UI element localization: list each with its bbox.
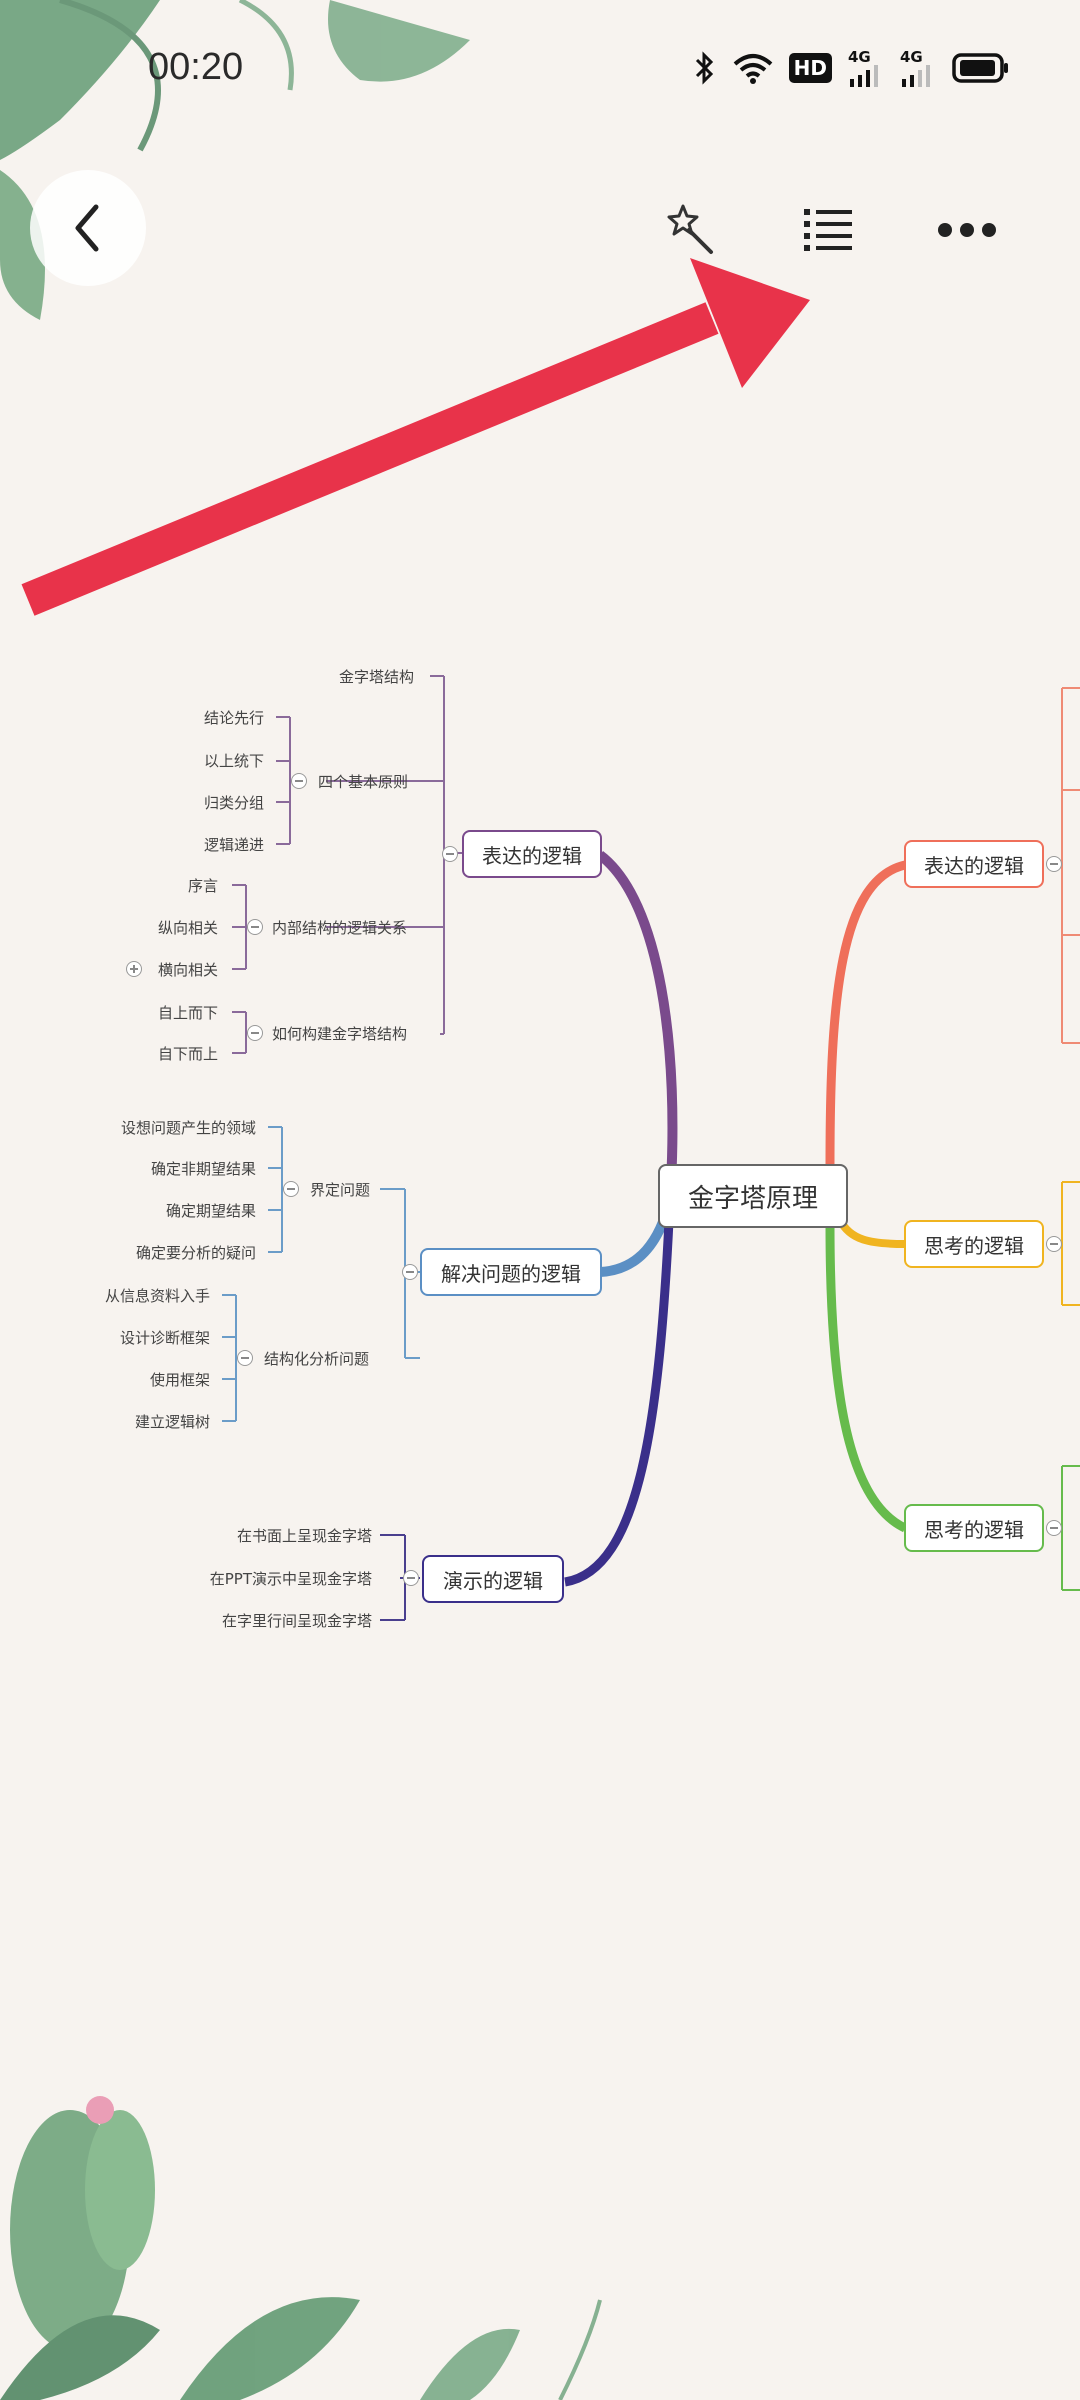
collapse-toggle[interactable] — [1046, 1236, 1062, 1252]
status-icons: HD 4G 4G — [693, 48, 1010, 88]
status-time: 00:20 — [148, 46, 244, 88]
collapse-toggle[interactable] — [442, 846, 458, 862]
leaf-principle-1[interactable]: 结论先行 — [203, 709, 264, 727]
collapse-toggle[interactable] — [247, 919, 263, 935]
leaf-define-4[interactable]: 确定要分析的疑问 — [135, 1244, 256, 1262]
collapse-toggle[interactable] — [291, 773, 307, 789]
list-icon — [804, 209, 852, 251]
leaf-present-1[interactable]: 在书面上呈现金字塔 — [236, 1527, 372, 1545]
leaf-principle-2[interactable]: 以上统下 — [203, 752, 264, 770]
collapse-toggle[interactable] — [402, 1264, 418, 1280]
leaf-define-2[interactable]: 确定非期望结果 — [150, 1160, 256, 1178]
status-bar: 00:20 HD 4G 4G — [0, 0, 1080, 140]
leaf-define-1[interactable]: 设想问题产生的领域 — [120, 1119, 256, 1137]
wifi-icon — [733, 48, 773, 88]
leaf-present-3[interactable]: 在字里行间呈现金字塔 — [221, 1612, 372, 1630]
mindmap-root-node[interactable]: 金字塔原理 — [658, 1164, 848, 1228]
more-button[interactable] — [912, 175, 1022, 285]
leaf-structure-1[interactable]: 从信息资料入手 — [104, 1287, 210, 1305]
bluetooth-icon — [693, 48, 717, 88]
leaf-structure-2[interactable]: 设计诊断框架 — [119, 1329, 210, 1347]
more-icon — [938, 223, 996, 237]
node-thinking-logic-1[interactable]: 思考的逻辑 — [904, 1220, 1044, 1268]
node-build-pyramid[interactable]: 如何构建金字塔结构 — [272, 1025, 408, 1043]
leaf-build-1[interactable]: 自上而下 — [157, 1004, 218, 1022]
leaf-internal-2[interactable]: 纵向相关 — [157, 919, 218, 937]
node-internal-structure[interactable]: 内部结构的逻辑关系 — [272, 919, 408, 937]
node-presentation-logic[interactable]: 演示的逻辑 — [422, 1555, 564, 1603]
leaf-principle-4[interactable]: 逻辑递进 — [203, 836, 264, 854]
node-four-principles[interactable]: 四个基本原则 — [318, 773, 409, 791]
leaf-structure-3[interactable]: 使用框架 — [149, 1371, 210, 1389]
hd-badge: HD — [788, 53, 832, 83]
outline-list-button[interactable] — [774, 175, 884, 285]
node-define-problem[interactable]: 界定问题 — [310, 1181, 371, 1199]
leaf-internal-3[interactable]: 横向相关 — [157, 961, 218, 979]
collapse-toggle[interactable] — [1046, 856, 1062, 872]
magic-wand-icon — [667, 204, 713, 254]
node-expression-logic-left[interactable]: 表达的逻辑 — [462, 830, 602, 878]
battery-icon — [952, 48, 1010, 88]
node-expression-logic-right[interactable]: 表达的逻辑 — [904, 840, 1044, 888]
leaf-present-2[interactable]: 在PPT演示中呈现金字塔 — [209, 1570, 372, 1588]
chevron-left-icon — [75, 204, 99, 252]
collapse-toggle[interactable] — [283, 1181, 299, 1197]
leaf-structure-4[interactable]: 建立逻辑树 — [134, 1413, 210, 1431]
node-structured-analysis[interactable]: 结构化分析问题 — [264, 1350, 370, 1368]
signal-icon-2: 4G — [900, 48, 936, 88]
magic-wand-button[interactable] — [636, 175, 746, 285]
leaf-define-3[interactable]: 确定期望结果 — [165, 1202, 256, 1220]
node-problem-solving-logic[interactable]: 解决问题的逻辑 — [420, 1248, 602, 1296]
collapse-toggle[interactable] — [1046, 1520, 1062, 1536]
collapse-toggle[interactable] — [403, 1570, 419, 1586]
signal-icon-1: 4G — [848, 48, 884, 88]
back-button[interactable] — [30, 170, 146, 286]
collapse-toggle[interactable] — [237, 1350, 253, 1366]
collapse-toggle[interactable] — [247, 1025, 263, 1041]
leaf-internal-1[interactable]: 序言 — [187, 877, 218, 895]
node-thinking-logic-2[interactable]: 思考的逻辑 — [904, 1504, 1044, 1552]
leaf-pyramid-structure[interactable]: 金字塔结构 — [338, 668, 414, 686]
leaf-principle-3[interactable]: 归类分组 — [203, 794, 264, 812]
expand-toggle[interactable] — [126, 961, 142, 977]
leaf-build-2[interactable]: 自下而上 — [157, 1045, 218, 1063]
